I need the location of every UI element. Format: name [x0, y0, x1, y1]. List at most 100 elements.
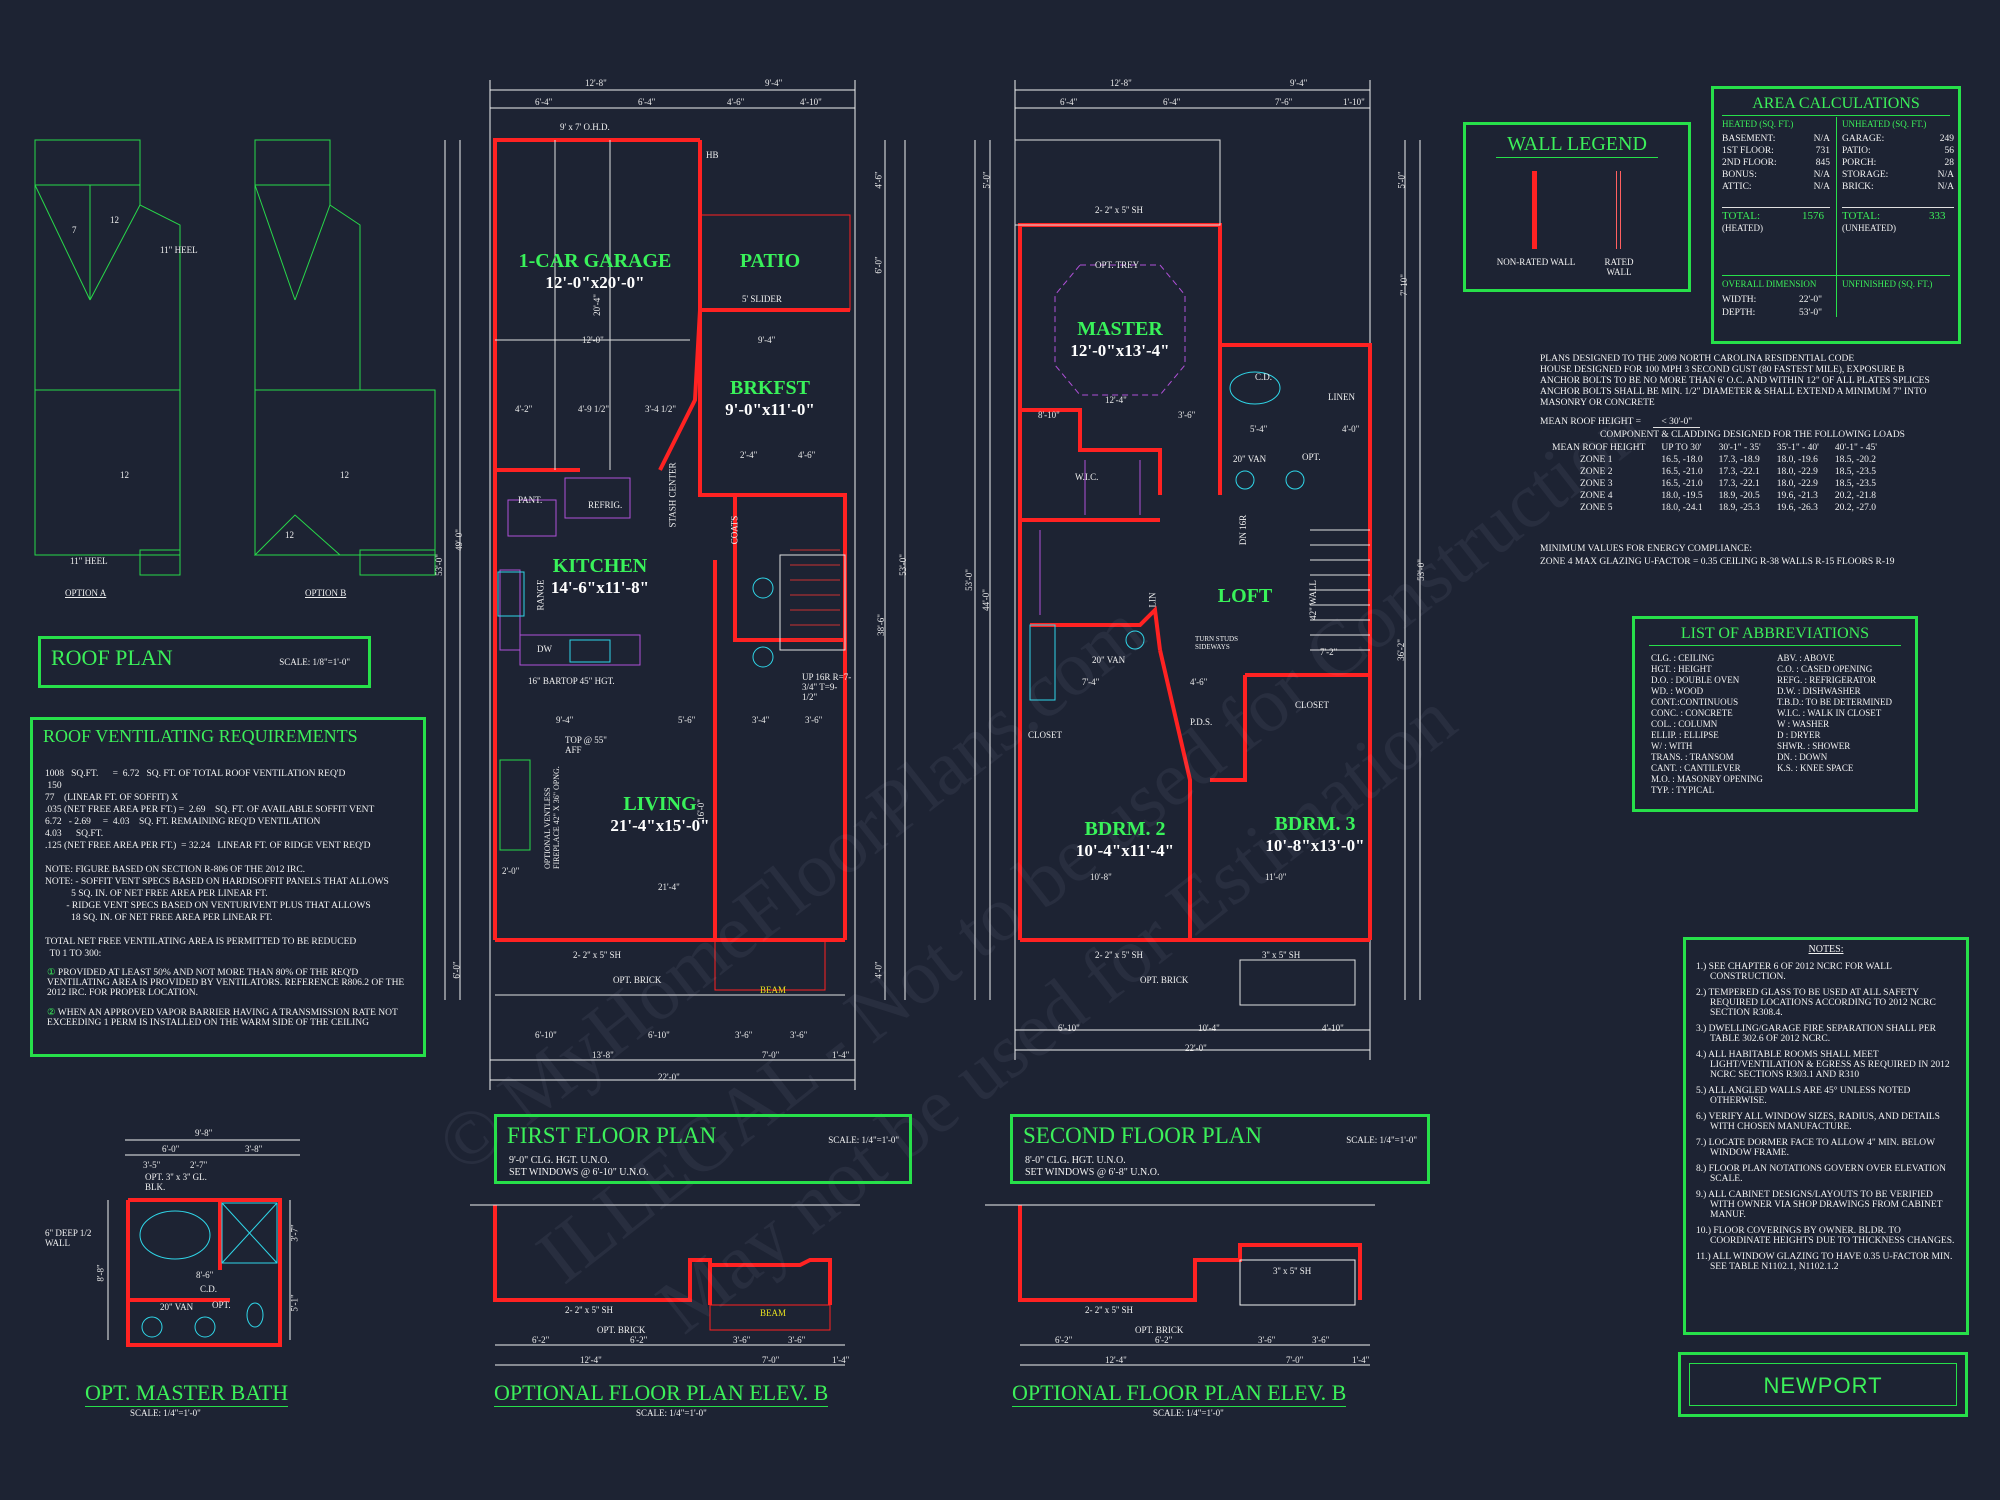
- note-item: 3.) DWELLING/GARAGE FIRE SEPARATION SHAL…: [1696, 1024, 1936, 1044]
- total-unheated-sub: (UNHEATED): [1842, 223, 1896, 233]
- dim-label: 2'-4": [740, 450, 758, 460]
- kitchen-fixtures: [497, 571, 774, 668]
- opt-master-bath-scale: SCALE: 1/4"=1'-0": [130, 1408, 201, 1418]
- second-sh-bottom-label: 2- 2'' x 5'' SH: [1095, 950, 1143, 960]
- second-floor-note-1: 8'-0" CLG. HGT. U.N.O.: [1025, 1155, 1126, 1166]
- roof-pitch-label-2: 12: [120, 470, 129, 480]
- first-floor-note-1: 9'-0" CLG. HGT. U.N.O.: [509, 1155, 610, 1166]
- elev-b2-sh2-label: 3'' x 5'' SH: [1273, 1266, 1312, 1276]
- room-kitchen: KITCHEN 14'-6"x11'-8": [545, 555, 655, 598]
- fireplace-label: OPTIONAL VENTLESS FIREPLACE 42" X 36" OP…: [543, 766, 561, 869]
- unheated-title: UNHEATED (SQ. FT.): [1842, 119, 1927, 129]
- ventilation-line: 18 SQ. IN. OF NET FREE AREA PER LINEAR F…: [45, 913, 273, 923]
- area-label: PATIO:: [1842, 146, 1871, 156]
- turn-studs-label: TURN STUDS SIDEWAYS: [1195, 635, 1238, 651]
- dim-label: 3'-6": [790, 1030, 808, 1040]
- area-value: N/A: [1937, 170, 1954, 180]
- abbreviation-item: CONC. : CONCRETE: [1651, 708, 1733, 718]
- abbreviation-item: DN. : DOWN: [1777, 752, 1828, 762]
- total-unheated-value: 333: [1929, 210, 1946, 222]
- area-value: 845: [1815, 158, 1830, 168]
- slider-label: 5' SLIDER: [742, 294, 782, 304]
- loads-cell: ZONE 1: [1580, 455, 1613, 465]
- plan-name-inner-box: [1689, 1363, 1957, 1406]
- loads-cell: 18.0, -22.9: [1776, 467, 1818, 477]
- dim-label: 44'-0": [980, 589, 991, 611]
- loads-cell: 18.0, -22.9: [1776, 479, 1818, 489]
- abbreviation-item: D : DRYER: [1777, 730, 1821, 740]
- code-note-line: ANCHOR BOLTS SHALL BE MIN. 1/2" DIAMETER…: [1540, 387, 1927, 397]
- fireplace: [499, 759, 531, 851]
- second-sh-bottom-label-2: 3'' x 5'' SH: [1262, 950, 1301, 960]
- area-label: BONUS:: [1722, 170, 1757, 180]
- dim-label: 20'-4": [591, 294, 602, 316]
- dim-label: 6'-4": [638, 97, 656, 107]
- plan-name-box: NEWPORT: [1678, 1352, 1968, 1417]
- loads-cell: 17.3, -22.1: [1718, 467, 1760, 477]
- dim-label: 3'-6": [735, 1030, 753, 1040]
- ventilation-line: T0 1 TO 300:: [45, 949, 102, 959]
- dim-label: 3'-6": [1178, 410, 1196, 420]
- down-stairs-label: DN 16R: [1238, 514, 1249, 546]
- loads-cell: 19.6, -26.3: [1776, 503, 1818, 513]
- abbreviations-title: LIST OF ABBREVIATIONS: [1680, 625, 1870, 642]
- area-value: 56: [1944, 146, 1955, 156]
- width-label: WIDTH:: [1722, 295, 1757, 305]
- dim-label: 21'-4": [658, 882, 680, 892]
- loads-cell: ZONE 4: [1580, 491, 1613, 501]
- ventilation-line: .035 (NET FREE AREA PER FT.) = 2.69 SQ. …: [45, 805, 375, 815]
- dim-label: 12'-4": [1105, 395, 1127, 405]
- dim-label: 16'-0": [695, 799, 706, 821]
- ohd-label: 9' x 7' O.H.D.: [560, 122, 610, 132]
- room-dims: 9'-0"x11'-0": [725, 400, 815, 419]
- ventilation-line: TOTAL NET FREE VENTILATING AREA IS PERMI…: [45, 937, 357, 947]
- area-value: N/A: [1813, 170, 1830, 180]
- area-label: BRICK:: [1842, 182, 1874, 192]
- dim-label: 3'-5": [143, 1160, 161, 1170]
- room-living: LIVING 21'-4"x15'-0": [605, 793, 715, 836]
- room-dims: 12'-0"x13'-4": [1070, 341, 1170, 360]
- dim-label: 36'-2": [1395, 639, 1406, 661]
- area-row: BASEMENT:N/A: [1720, 133, 1832, 145]
- loads-cell: 18.9, -25.3: [1718, 503, 1760, 513]
- elev-b1-details: [470, 1204, 860, 1366]
- roof-pitch-label-3: 12: [340, 470, 349, 480]
- elev-b2-scale: SCALE: 1/4"=1'-0": [1153, 1408, 1224, 1418]
- glass-block-label: OPT. 3'' x 3'' GL. BLK.: [145, 1172, 207, 1192]
- area-value: N/A: [1813, 134, 1830, 144]
- dim-label: 7'-0": [762, 1050, 780, 1060]
- elev-b1-title: OPTIONAL FLOOR PLAN ELEV. B: [494, 1380, 829, 1407]
- master-van-label: 20" VAN: [1233, 454, 1267, 464]
- area-label: 1ST FLOOR:: [1722, 146, 1774, 156]
- area-row: 2ND FLOOR:845: [1720, 157, 1832, 169]
- dim-label: 5'-0": [1396, 171, 1407, 189]
- dim-label: 4'-0": [1342, 424, 1360, 434]
- dim-label: 9'-4": [758, 335, 776, 345]
- component-cladding: COMPONENT & CLADDING DESIGNED FOR THE FO…: [1600, 430, 1905, 440]
- ventilation-line: NOTE: FIGURE BASED ON SECTION R-806 OF T…: [45, 865, 306, 875]
- room-patio: PATIO: [720, 250, 820, 273]
- heated-title: HEATED (SQ. FT.): [1722, 119, 1794, 129]
- area-value: 731: [1815, 146, 1830, 156]
- code-notes: PLANS DESIGNED TO THE 2009 NORTH CAROLIN…: [1540, 354, 1985, 567]
- second-floor-title-box: SECOND FLOOR PLAN SCALE: 1/4"=1'-0" 8'-0…: [1010, 1114, 1430, 1184]
- elev-b1-scale: SCALE: 1/4"=1'-0": [636, 1408, 707, 1418]
- loads-cell: 19.6, -21.3: [1776, 491, 1818, 501]
- note-item: 7.) LOCATE DORMER FACE TO ALLOW 4" MIN. …: [1696, 1138, 1935, 1158]
- trey-ceiling: [1054, 264, 1186, 396]
- dim-label: 7'-6": [1275, 97, 1293, 107]
- loads-header-cell: 40'-1" - 45': [1834, 443, 1878, 453]
- loads-cell: 17.3, -18.9: [1718, 455, 1760, 465]
- wall-legend-title: WALL LEGEND: [1507, 133, 1647, 155]
- dim-label: 3'-6": [788, 1335, 806, 1345]
- area-row: 1ST FLOOR: 731: [1720, 145, 1832, 157]
- area-value: N/A: [1813, 182, 1830, 192]
- loads-header-cell: MEAN ROOF HEIGHT: [1552, 443, 1646, 453]
- area-row: PORCH:28: [1840, 157, 1956, 169]
- first-floor-scale: SCALE: 1/4"=1'-0": [828, 1135, 899, 1145]
- master-bath-fixtures: [1029, 371, 1305, 701]
